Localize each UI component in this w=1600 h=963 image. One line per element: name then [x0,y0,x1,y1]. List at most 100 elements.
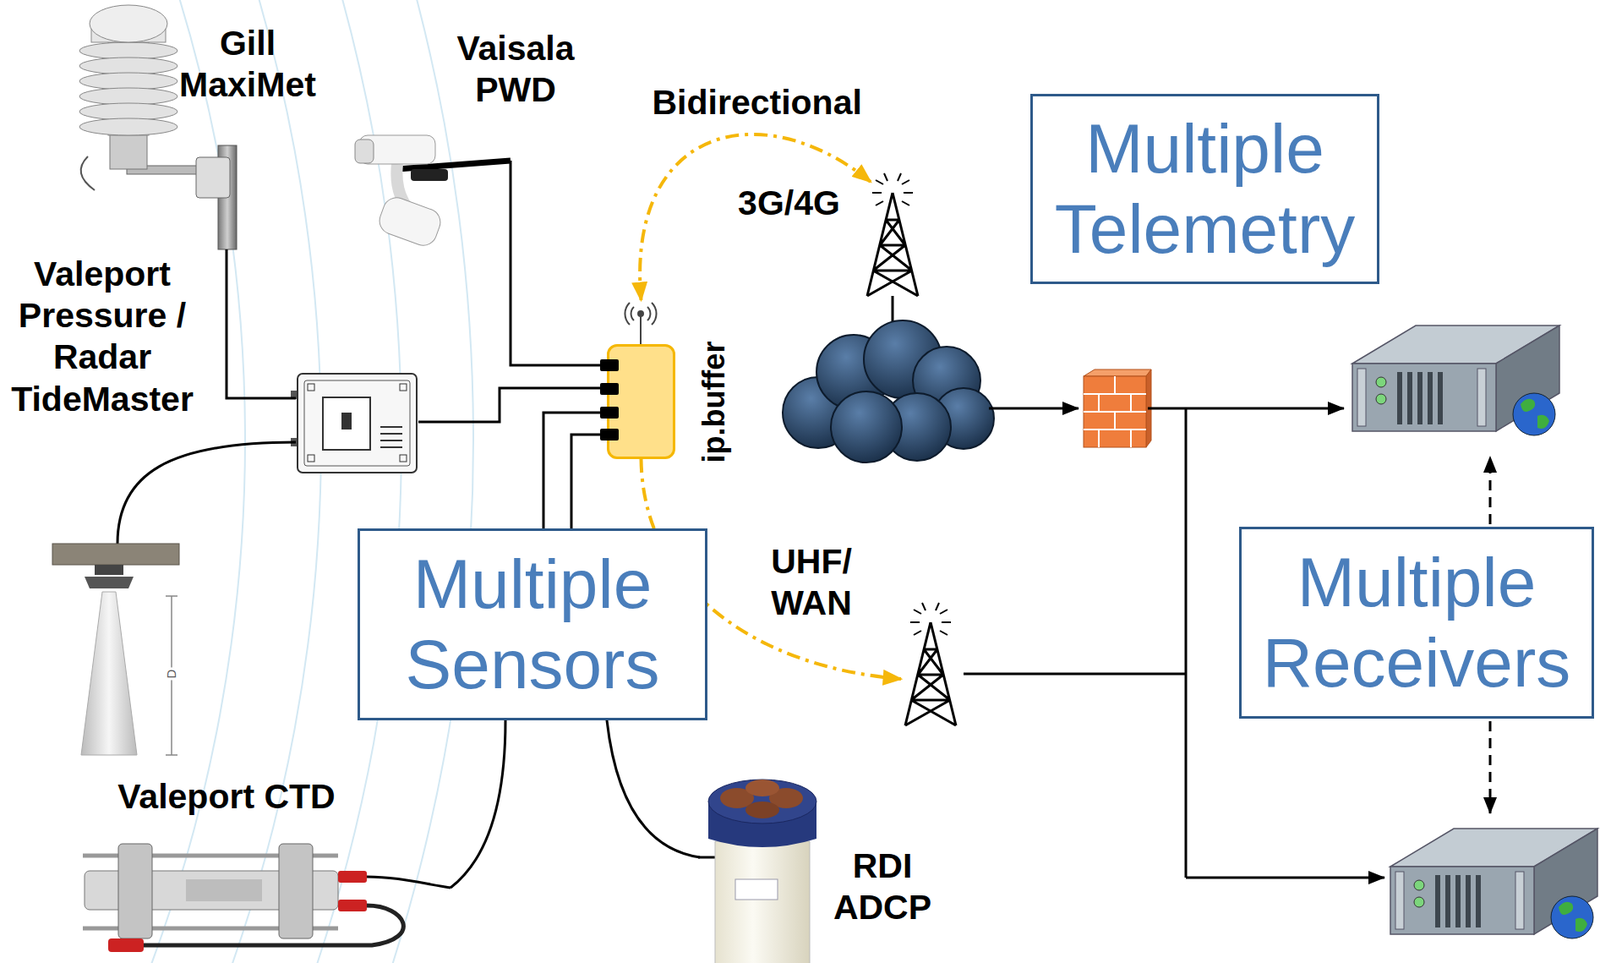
cell-tower-icon [867,173,918,296]
radar-tide-gauge [81,591,137,755]
group-title: Multiple Sensors [367,544,698,705]
tidemaster-logger [322,397,371,450]
tidemaster-logger [304,380,410,466]
server-icon [1390,828,1598,939]
port [600,359,619,372]
node-label: UHF/WAN [764,540,859,624]
gill-maximet-sensor [79,87,178,105]
server-icon [1352,325,1560,436]
network-lines [1185,407,1344,410]
antenna-icon [639,316,642,345]
node-label: Valeport Pressure / Radar TideMaster [4,253,201,421]
gill-maximet-sensor [79,5,237,250]
rdi-adcp [698,856,716,859]
gill-maximet-sensor [79,57,178,75]
gill-maximet-sensor [79,42,178,60]
valeport-ctd [338,870,367,883]
valeport-ctd [143,905,404,945]
rdi-adcp [708,779,817,824]
antenna-icon [624,302,656,325]
network-lines [963,408,1186,878]
edge-label: Bidirectional [649,81,866,124]
tidemaster-logger [290,373,417,473]
tidemaster-logger [399,383,407,391]
background-arcs [0,0,474,963]
group-title: Multiple Receivers [1249,542,1584,703]
port [600,406,619,419]
valeport-ctd [278,843,313,939]
radar-cable [117,442,296,544]
cloud [830,391,902,463]
gill-maximet-sensor [79,118,178,136]
group-title: Multiple Telemetry [1040,109,1370,269]
valeport-ctd [366,876,451,888]
gill-maximet-sensor [81,156,95,191]
sensor-node: Vaisala PWD [353,21,607,257]
gill-maximet-sensor [79,103,178,121]
vaisala-pwd-sensor [410,169,448,181]
node-label: 3G/4G [731,182,847,224]
antenna-icon [638,311,644,317]
sensor-cable [418,387,607,422]
node-label: ip.buffer [695,334,732,470]
network-lines [1185,876,1385,880]
logger-node: Valeport Pressure / Radar TideMaster [295,371,419,475]
dimension-label: D [164,667,180,681]
cell-tower-node: 3G/4G [860,181,927,298]
rdi-adcp [698,779,817,963]
radio-tower-icon [905,602,956,726]
background-arcs [0,0,322,963]
valeport-ctd [185,879,263,902]
vaisala-pwd-sensor [354,135,511,257]
cloud [782,320,994,463]
background-arcs [0,0,246,963]
tidemaster-logger [307,383,315,391]
firewall-icon [1083,376,1147,448]
network-arrow [988,407,1079,410]
group-box: Multiple Receivers [1239,526,1595,719]
antenna-icon [624,302,656,345]
gill-maximet-sensor [79,72,178,90]
firewall-icon [1083,369,1152,448]
port [600,382,619,395]
radar-tide-gauge [52,543,180,755]
valeport-ctd [82,843,451,952]
radar-tide-gauge [84,576,134,589]
radar-tide-gauge [94,564,124,575]
vaisala-pwd-sensor [376,193,445,249]
node-label: Gill MaxiMet [163,22,333,106]
radar-tide-gauge [52,543,180,565]
group-box: Multiple Telemetry [1030,93,1380,284]
telemetry-link [639,134,871,301]
vaisala-pwd-sensor [509,160,513,257]
background-arcs [0,0,474,963]
radio-tower-node: UHF/WAN [901,613,962,727]
valeport-ctd [338,899,367,912]
sensor-node: Gill MaxiMet [71,4,343,250]
tidemaster-logger [297,373,417,473]
sensor-cable [226,249,296,399]
receiver-dashed-arrows [1489,720,1492,814]
tidemaster-logger [380,426,403,448]
rdi-adcp [745,779,780,797]
node-label: Valeport CTD [99,775,354,818]
rdi-adcp [715,840,810,963]
ip-buffer-node: ip.buffer [606,300,676,459]
firewall-icon [1083,376,1147,448]
group-box: Multiple Sensors [357,528,708,721]
port [600,428,619,441]
valeport-ctd [118,843,153,939]
vaisala-pwd-sensor [354,139,374,164]
sensor-node: Valeport CTD [74,773,451,960]
gill-maximet-sensor [196,157,230,198]
gill-maximet-sensor [89,5,168,43]
firewall-icon [1083,369,1152,377]
receiver-dashed-arrows [1489,456,1492,525]
tidemaster-logger [341,412,352,430]
tidemaster-logger [399,454,407,462]
rdi-adcp [745,801,780,819]
node-label: Vaisala PWD [435,27,596,111]
tidemaster-logger [307,454,315,462]
valeport-ctd [108,938,144,952]
